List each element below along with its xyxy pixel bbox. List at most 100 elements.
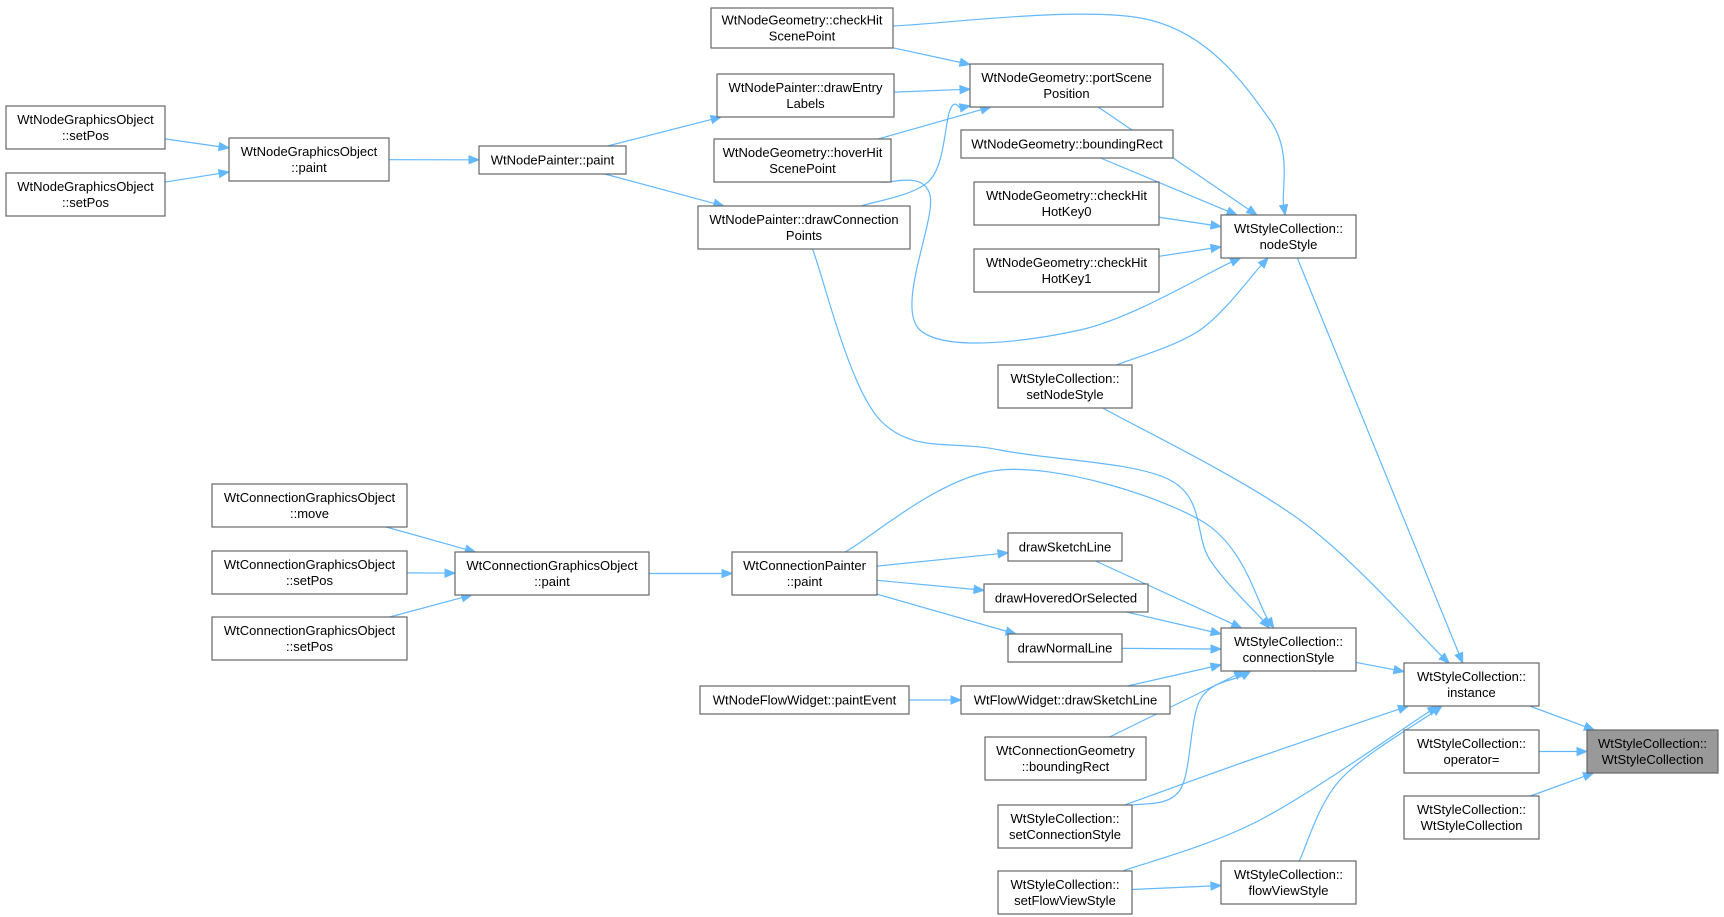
node-connGOMove[interactable]: WtConnectionGraphicsObject::move bbox=[211, 483, 408, 528]
arrowhead-icon bbox=[1278, 203, 1289, 217]
node-connGOSetPos2[interactable]: WtConnectionGraphicsObject::setPos bbox=[211, 616, 408, 661]
node-label: WtStyleCollection:: bbox=[1010, 877, 1119, 892]
arrowhead-icon bbox=[1239, 670, 1252, 681]
node-label: drawSketchLine bbox=[1019, 540, 1112, 555]
node-drawSketchLine[interactable]: drawSketchLine bbox=[1007, 532, 1123, 562]
arrowhead-icon bbox=[217, 168, 231, 179]
node-nodeGOSetPos2[interactable]: WtNodeGraphicsObject::setPos bbox=[5, 172, 166, 217]
edge-line bbox=[893, 88, 961, 93]
arrowhead-icon bbox=[1209, 662, 1223, 672]
node-label: instance bbox=[1447, 685, 1495, 700]
node-box bbox=[697, 205, 911, 250]
node-label: HotKey1 bbox=[1042, 271, 1092, 286]
node-connGOSetPos1[interactable]: WtConnectionGraphicsObject::setPos bbox=[211, 550, 408, 595]
node-label: ::paint bbox=[534, 574, 570, 589]
node-label: WtNodeFlowWidget::paintEvent bbox=[713, 693, 897, 708]
edge-line bbox=[1298, 711, 1435, 862]
arrowhead-icon bbox=[217, 141, 231, 152]
node-label: WtNodeGraphicsObject bbox=[241, 144, 378, 159]
edge-line bbox=[1122, 710, 1430, 872]
node-label: WtNodeGraphicsObject bbox=[17, 179, 154, 194]
node-label: WtStyleCollection:: bbox=[1234, 634, 1343, 649]
node-paintEvent[interactable]: WtNodeFlowWidget::paintEvent bbox=[699, 685, 910, 715]
edge-line bbox=[1127, 666, 1212, 687]
node-label: WtStyleCollection:: bbox=[1417, 736, 1526, 751]
edge-line bbox=[811, 248, 1264, 621]
arrowhead-icon bbox=[1257, 257, 1270, 269]
node-box bbox=[997, 870, 1133, 915]
node-label: WtConnectionGeometry bbox=[996, 743, 1135, 758]
node-label: ::setPos bbox=[286, 573, 333, 588]
node-drawHoveredOrSelected[interactable]: drawHoveredOrSelected bbox=[983, 583, 1149, 613]
node-label: WtStyleCollection bbox=[1602, 752, 1704, 767]
node-setNodeStyle[interactable]: WtStyleCollection::setNodeStyle bbox=[997, 364, 1133, 409]
node-label: ::move bbox=[290, 506, 329, 521]
node-flowDrawSketchLine[interactable]: WtFlowWidget::drawSketchLine bbox=[960, 685, 1171, 715]
node-target: WtStyleCollection::WtStyleCollection bbox=[1586, 729, 1719, 774]
node-box bbox=[983, 583, 1149, 613]
edge-nodeGOSetPos2-to-nodeGOPaint bbox=[164, 168, 231, 183]
edge-line bbox=[1131, 675, 1243, 806]
arrowhead-icon bbox=[1582, 721, 1596, 731]
edge-drawConnectionPoints-to-portScenePosition bbox=[860, 103, 972, 207]
node-label: drawHoveredOrSelected bbox=[995, 591, 1137, 606]
node-box bbox=[5, 172, 166, 217]
node-connectionStyle[interactable]: WtStyleCollection::connectionStyle bbox=[1220, 627, 1357, 672]
edge-line bbox=[164, 172, 220, 183]
node-label: WtStyleCollection:: bbox=[1417, 669, 1526, 684]
node-box bbox=[1007, 633, 1123, 663]
node-label: WtNodePainter::drawConnection bbox=[709, 212, 898, 227]
node-ctor2[interactable]: WtStyleCollection::WtStyleCollection bbox=[1403, 795, 1540, 840]
node-connGOPaint[interactable]: WtConnectionGraphicsObject::paint bbox=[454, 551, 650, 596]
node-operator_eq[interactable]: WtStyleCollection::operator= bbox=[1403, 729, 1540, 774]
node-flowViewStyle[interactable]: WtStyleCollection::flowViewStyle bbox=[1220, 860, 1357, 905]
edge-connGOMove-to-connGOPaint bbox=[386, 526, 477, 554]
node-boundingRect[interactable]: WtNodeGeometry::boundingRect bbox=[960, 129, 1174, 159]
edge-line bbox=[876, 593, 1007, 632]
node-nodePainterPaint[interactable]: WtNodePainter::paint bbox=[478, 145, 627, 175]
edge-line bbox=[1158, 247, 1212, 257]
node-label: WtNodeGeometry::portScene bbox=[981, 70, 1152, 85]
node-setFlowViewStyle[interactable]: WtStyleCollection::setFlowViewStyle bbox=[997, 870, 1133, 915]
edge-drawEntryLabels-to-portScenePosition bbox=[893, 84, 972, 95]
edge-line bbox=[844, 468, 1269, 621]
node-nodeGOPaint[interactable]: WtNodeGraphicsObject::paint bbox=[228, 137, 390, 182]
node-connGeomBoundingRect[interactable]: WtConnectionGeometry::boundingRect bbox=[984, 736, 1147, 781]
node-label: WtStyleCollection:: bbox=[1234, 867, 1343, 882]
node-box bbox=[710, 7, 894, 49]
edge-connPainterPaint-to-drawSketchLine bbox=[876, 549, 1010, 567]
arrowhead-icon bbox=[1225, 206, 1239, 216]
node-instance[interactable]: WtStyleCollection::instance bbox=[1403, 662, 1540, 707]
edge-checkHitHotKey0-to-nodeStyle bbox=[1158, 216, 1223, 230]
node-nodeStyle[interactable]: WtStyleCollection::nodeStyle bbox=[1220, 214, 1357, 259]
edge-line bbox=[389, 597, 463, 618]
arrowhead-icon bbox=[1582, 772, 1595, 782]
node-drawNormalLine[interactable]: drawNormalLine bbox=[1007, 633, 1123, 663]
edge-line bbox=[607, 118, 712, 147]
node-setConnectionStyle[interactable]: WtStyleCollection::setConnectionStyle bbox=[997, 804, 1133, 849]
edge-checkHitHotKey1-to-nodeStyle bbox=[1158, 243, 1223, 257]
edge-nodePainterPaint-to-drawConnectionPoints bbox=[604, 173, 726, 208]
node-connPainterPaint[interactable]: WtConnectionPainter::paint bbox=[731, 551, 878, 596]
edge-line bbox=[860, 103, 961, 207]
node-label: connectionStyle bbox=[1243, 650, 1335, 665]
edge-setConnectionStyle-to-instance bbox=[1124, 704, 1410, 806]
node-label: WtStyleCollection:: bbox=[1598, 736, 1707, 751]
node-nodeGOSetPos1[interactable]: WtNodeGraphicsObject::setPos bbox=[5, 105, 166, 150]
node-label: ::setPos bbox=[62, 195, 109, 210]
node-box bbox=[1403, 662, 1540, 707]
node-label: WtStyleCollection:: bbox=[1010, 371, 1119, 386]
edge-line bbox=[892, 13, 1285, 206]
node-box bbox=[1007, 532, 1123, 562]
node-box bbox=[731, 551, 878, 596]
edge-line bbox=[892, 47, 961, 63]
edge-nodePainterPaint-to-drawEntryLabels bbox=[607, 115, 723, 147]
